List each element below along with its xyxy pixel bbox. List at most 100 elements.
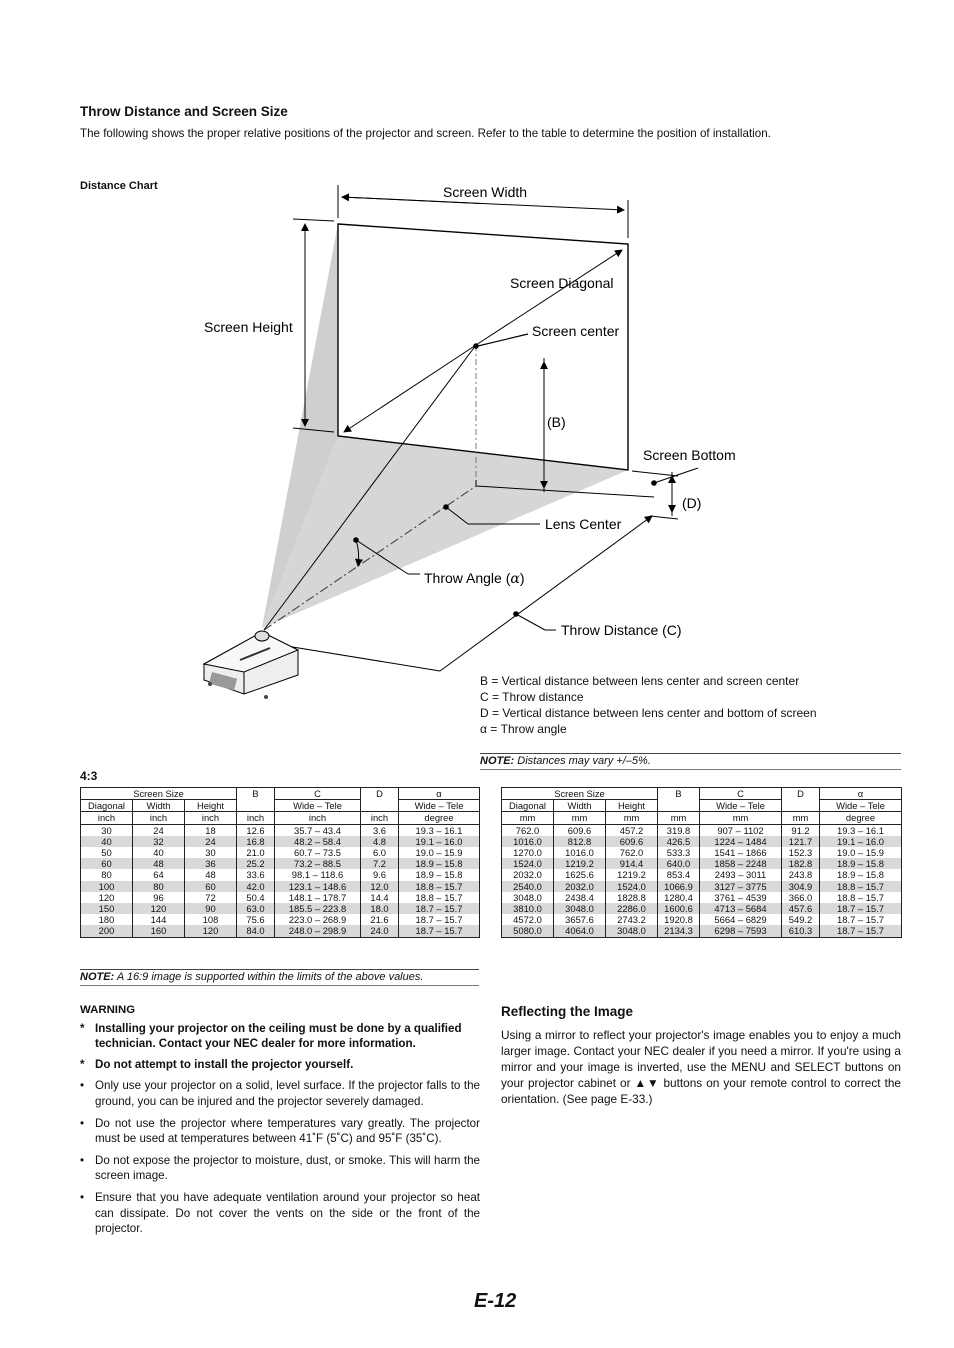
table-cell: 2438.4: [553, 891, 606, 904]
table-cell: 812.8: [553, 835, 606, 848]
table-cell: 19.0 – 15.9: [398, 847, 480, 859]
table-cell: 1625.6: [553, 869, 606, 881]
table-cell: 19.3 – 16.1: [398, 824, 480, 836]
label-throw-angle: Throw Angle (α): [424, 570, 525, 587]
table-cell: 40: [80, 835, 133, 848]
table-cell: 18.0: [360, 903, 399, 915]
table-cell: 1280.4: [657, 891, 700, 904]
table-cell: 853.4: [657, 869, 700, 881]
table-cell: 24: [184, 835, 237, 848]
legend-b: B = Vertical distance between lens cente…: [480, 674, 800, 688]
table-cell: 21.0: [236, 847, 275, 859]
table-cell: 33.6: [236, 869, 275, 881]
table-cell: 533.3: [657, 847, 700, 859]
note-distances: NOTE: Distances may vary +/–5%.: [480, 753, 901, 770]
label-screen-height: Screen Height: [204, 319, 293, 335]
table-cell: 18.7 – 15.7: [819, 914, 902, 926]
table-cell: 120: [132, 903, 185, 915]
table-cell: 1016.0: [501, 835, 554, 848]
warning-title: WARNING: [80, 1004, 136, 1016]
table-cell: 1224 – 1484: [699, 835, 782, 848]
table-cell: 18.7 – 15.7: [819, 925, 902, 938]
table-cell: 3048.0: [605, 925, 658, 938]
table-cell: 2743.2: [605, 914, 658, 926]
table-cell: 48: [132, 858, 185, 870]
table-cell: 549.2: [781, 914, 820, 926]
table-cell: 4572.0: [501, 914, 554, 926]
table-cell: 24: [132, 824, 185, 836]
table-cell: 18.7 – 15.7: [398, 914, 480, 926]
label-screen-diagonal: Screen Diagonal: [510, 275, 614, 291]
table-cell: 16.8: [236, 835, 275, 848]
hdr-alpha: α: [398, 786, 480, 801]
table-cell: 14.4: [360, 891, 399, 904]
table-cell: 1219.2: [605, 869, 658, 881]
projection-cone-left: [262, 224, 338, 628]
table-cell: 24.0: [360, 925, 399, 938]
table-cell: 223.0 – 268.9: [274, 914, 361, 926]
table-cell: 180: [80, 914, 133, 926]
table-cell: 426.5: [657, 835, 700, 848]
warning-bullet: •Do not use the projector where temperat…: [80, 1116, 480, 1146]
table-cell: 80: [132, 880, 185, 892]
table-cell: 40: [132, 847, 185, 859]
warning-bullet: •Do not expose the projector to moisture…: [80, 1153, 480, 1183]
table-cell: 150: [80, 903, 133, 915]
table-cell: 25.2: [236, 858, 275, 870]
hdr-wide-tele: Wide – Tele: [819, 799, 902, 813]
table-cell: 609.6: [605, 835, 658, 848]
table-cell: 73.2 – 88.5: [274, 858, 361, 870]
table-cell: 63.0: [236, 903, 275, 915]
table-cell: 96: [132, 891, 185, 904]
table-cell: 60: [184, 880, 237, 892]
table-cell: 18.9 – 15.8: [398, 869, 480, 881]
table-cell: 18: [184, 824, 237, 836]
distance-diagram: Screen Width Screen Diagonal Screen Heig…: [202, 184, 736, 699]
note-text: A 16:9 image is supported within the lim…: [114, 971, 424, 983]
table-cell: 3048.0: [501, 891, 554, 904]
table-cell: 4.8: [360, 835, 399, 848]
table-cell: 1270.0: [501, 847, 554, 859]
note-label: NOTE:: [480, 755, 515, 767]
table-cell: 6.0: [360, 847, 399, 859]
table-cell: 19.0 – 15.9: [819, 847, 902, 859]
note-16-9: NOTE: A 16:9 image is supported within t…: [80, 969, 479, 986]
table-cell: 50: [80, 847, 133, 859]
table-cell: 152.3: [781, 847, 820, 859]
table-cell: 72: [184, 891, 237, 904]
table-cell: 1524.0: [501, 858, 554, 870]
table-cell: 4064.0: [553, 925, 606, 938]
table-cell: 3.6: [360, 824, 399, 836]
table-cell: 1828.8: [605, 891, 658, 904]
table-cell: 1920.8: [657, 914, 700, 926]
table-cell: 319.8: [657, 824, 700, 836]
table-cell: 160: [132, 925, 185, 938]
table-cell: 84.0: [236, 925, 275, 938]
projector-icon: [202, 630, 300, 699]
table-cell: 120: [80, 891, 133, 904]
hdr-height: Height: [184, 799, 237, 813]
hdr-b: B: [236, 786, 275, 813]
table-cell: 185.5 – 223.8: [274, 903, 361, 915]
table-cell: 90: [184, 903, 237, 915]
hdr-width: Width: [553, 799, 606, 813]
table-cell: 48: [184, 869, 237, 881]
legend-d: D = Vertical distance between lens cente…: [480, 706, 817, 720]
table-cell: 18.8 – 15.7: [819, 880, 902, 892]
table-cell: 98.1 – 118.6: [274, 869, 361, 881]
table-inch: Screen Size B C D α Diagonal Width Heigh…: [80, 786, 480, 938]
table-cell: 18.9 – 15.8: [819, 869, 902, 881]
